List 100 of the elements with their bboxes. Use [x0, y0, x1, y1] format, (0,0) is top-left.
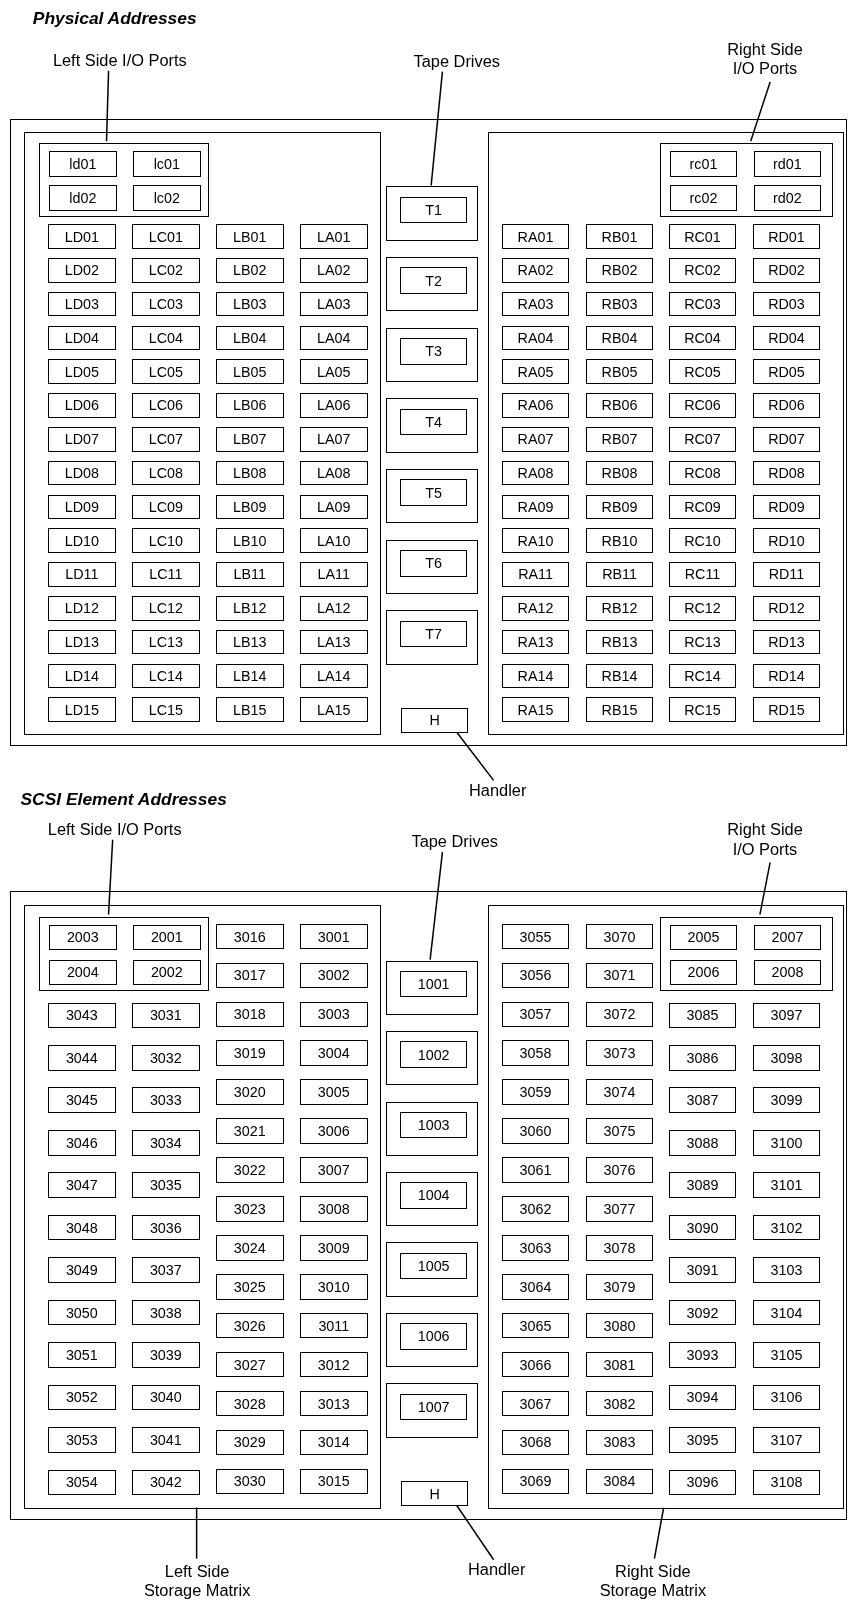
storage-slot: 3082	[585, 1390, 654, 1417]
storage-slot: LC01	[132, 224, 200, 249]
storage-slot: 3079	[585, 1273, 654, 1300]
library-frame	[10, 891, 847, 1520]
storage-slot: LB13	[216, 629, 284, 655]
storage-slot: 2007	[753, 924, 822, 951]
tape-drive-slot: T1	[400, 196, 467, 224]
storage-slot: LC03	[132, 291, 200, 317]
storage-slot: 3102	[752, 1214, 821, 1241]
callout-text: Left Side I/O Ports	[22, 819, 207, 840]
storage-slot: 3055	[501, 923, 570, 950]
io-port-group	[660, 916, 833, 992]
storage-slot: LA10	[300, 528, 368, 553]
storage-slot: 3018	[216, 1001, 284, 1028]
callout-text: Right Side I/O Ports	[718, 36, 812, 82]
storage-slot: RC09	[668, 494, 737, 520]
storage-slot: 3032	[132, 1045, 200, 1071]
storage-slot: 3031	[132, 1002, 200, 1029]
storage-slot: RB11	[585, 562, 654, 587]
storage-slot: 3030	[216, 1468, 284, 1495]
storage-slot: 3070	[585, 923, 654, 950]
storage-slot: LD04	[48, 325, 116, 351]
storage-slot: 3088	[668, 1129, 737, 1156]
drive-bay	[386, 610, 479, 665]
tape-drive-slot: 1007	[400, 1393, 467, 1421]
storage-slot: 3094	[668, 1384, 737, 1411]
storage-slot: 3027	[216, 1351, 284, 1378]
storage-slot: RB12	[585, 595, 654, 621]
drive-bay	[386, 1031, 479, 1086]
storage-slot: 3052	[48, 1384, 116, 1411]
storage-slot: LC04	[132, 325, 200, 351]
storage-slot: 3106	[752, 1384, 821, 1411]
storage-slot: LC06	[132, 393, 200, 418]
leader-line	[749, 81, 771, 143]
storage-slot: RB13	[585, 629, 654, 655]
storage-slot: 3022	[216, 1157, 284, 1183]
callout-text: Tape Drives	[405, 51, 508, 72]
handler-slot: H	[401, 707, 468, 734]
storage-slot: RB10	[585, 528, 654, 553]
storage-slot: lc02	[133, 185, 201, 211]
storage-slot: rd02	[753, 185, 822, 211]
storage-slot: RD05	[752, 359, 821, 384]
storage-slot: 3101	[752, 1172, 821, 1198]
storage-slot: 2006	[669, 959, 738, 986]
storage-slot: LD08	[48, 460, 116, 486]
storage-panel	[23, 905, 381, 1509]
storage-slot: 3064	[501, 1273, 570, 1300]
storage-slot: 3025	[216, 1273, 284, 1300]
storage-slot: LD05	[48, 359, 116, 384]
storage-slot: RC08	[668, 460, 737, 486]
storage-slot: RD02	[752, 258, 821, 283]
storage-slot: RB09	[585, 494, 654, 520]
storage-slot: RD12	[752, 595, 821, 621]
leader-line	[759, 861, 771, 916]
drive-bay	[386, 398, 479, 453]
storage-slot: rc01	[669, 151, 738, 178]
storage-slot: 3048	[48, 1214, 116, 1241]
drive-bay	[386, 469, 479, 524]
drive-bay	[386, 327, 479, 382]
tape-drive-slot: T7	[400, 620, 467, 648]
storage-slot: 3078	[585, 1235, 654, 1261]
drive-bay	[386, 257, 479, 312]
storage-slot: 3053	[48, 1427, 116, 1453]
leader-line	[430, 70, 444, 187]
storage-slot: 3074	[585, 1079, 654, 1105]
storage-slot: 3014	[300, 1429, 368, 1456]
storage-slot: LC10	[132, 528, 200, 553]
storage-slot: 3035	[132, 1172, 200, 1198]
tape-drive-slot: T5	[400, 479, 467, 506]
storage-panel	[488, 905, 844, 1509]
storage-slot: LB04	[216, 325, 284, 351]
storage-slot: LC07	[132, 427, 200, 452]
storage-slot: RA08	[501, 460, 570, 486]
storage-slot: 3020	[216, 1079, 284, 1105]
storage-slot: LA13	[300, 629, 368, 655]
storage-slot: LA14	[300, 663, 368, 689]
storage-slot: RC06	[668, 393, 737, 418]
storage-slot: 3081	[585, 1351, 654, 1378]
storage-slot: LD15	[48, 697, 116, 722]
storage-slot: RD04	[752, 325, 821, 351]
tape-drive-slot: T3	[400, 337, 467, 365]
storage-slot: RB06	[585, 393, 654, 418]
storage-slot: LA03	[300, 291, 368, 317]
storage-slot: LB07	[216, 427, 284, 452]
storage-slot: 3100	[752, 1129, 821, 1156]
storage-slot: RD14	[752, 663, 821, 689]
storage-slot: LB15	[216, 697, 284, 722]
storage-slot: LB11	[216, 562, 284, 587]
storage-slot: RB01	[585, 224, 654, 249]
storage-slot: ld02	[49, 185, 117, 211]
storage-slot: 3098	[752, 1045, 821, 1071]
drive-bay	[386, 1171, 479, 1227]
storage-slot: LC08	[132, 460, 200, 486]
storage-slot: 3075	[585, 1118, 654, 1144]
storage-slot: 3033	[132, 1087, 200, 1114]
storage-slot: RC14	[668, 663, 737, 689]
storage-slot: 3037	[132, 1257, 200, 1283]
storage-slot: 3007	[300, 1157, 368, 1183]
storage-slot: RC04	[668, 325, 737, 351]
storage-slot: 3071	[585, 962, 654, 989]
